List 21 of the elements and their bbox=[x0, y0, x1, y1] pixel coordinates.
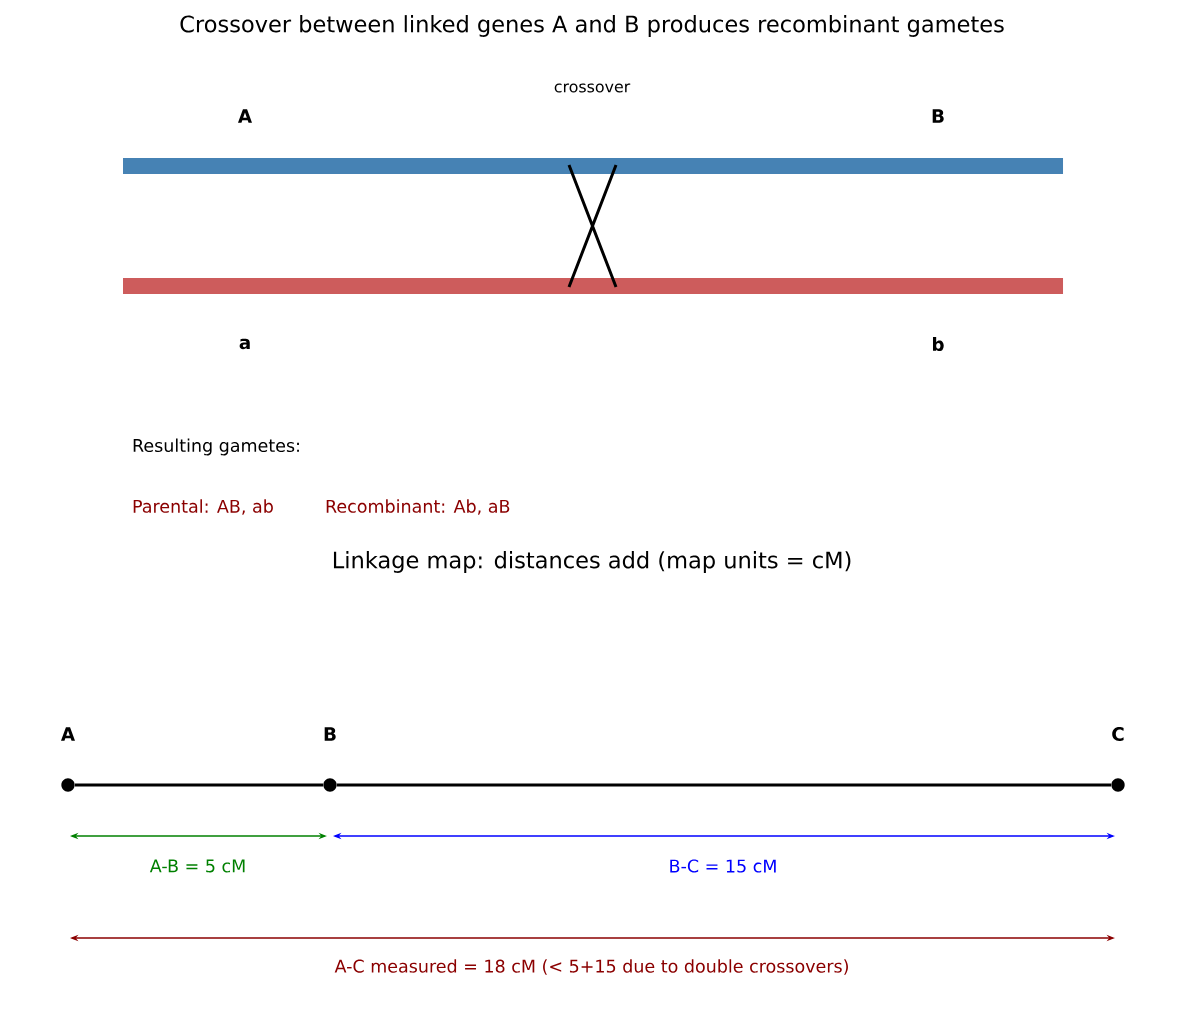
map-point: A bbox=[61, 727, 75, 792]
gene-label: A bbox=[238, 109, 252, 123]
title: Crossover between linked genes A and B produces recombinant gametes bbox=[180, 15, 1004, 37]
distance-label: B-C = 15 cM bbox=[670, 859, 776, 873]
node-label: B bbox=[324, 727, 336, 741]
gene-label: b bbox=[933, 336, 944, 352]
map-line bbox=[75, 783, 323, 787]
heading-label: Resulting gametes: bbox=[133, 438, 299, 456]
crossover-label: crossover bbox=[554, 83, 631, 93]
gamete-label: Parental: AB, ab bbox=[133, 499, 273, 515]
section-title: Linkage map: distances add (map units = cM) bbox=[333, 551, 851, 573]
node-label: A bbox=[60, 727, 75, 741]
distance-label: A-C measured = 18 cM (< 5+15 due to double crossovers) bbox=[334, 959, 848, 975]
map-point: C bbox=[1111, 727, 1125, 792]
distance-label: A-B = 5 cM bbox=[149, 859, 245, 873]
map-point: B bbox=[323, 727, 337, 792]
gamete-label: Recombinant: Ab, aB bbox=[326, 499, 510, 515]
gene-label: a bbox=[239, 338, 250, 350]
node-label: C bbox=[1112, 727, 1124, 741]
gene-label: B bbox=[932, 109, 944, 123]
map-line bbox=[337, 783, 1111, 787]
